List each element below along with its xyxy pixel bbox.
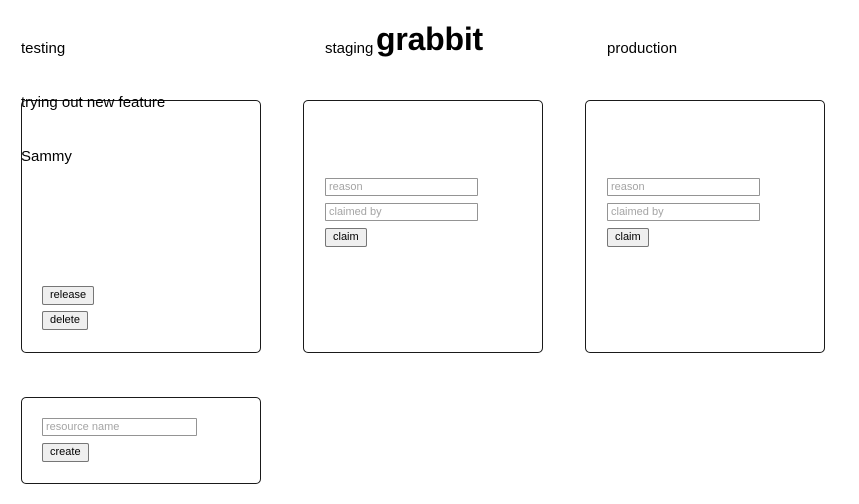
resource-card-testing (21, 100, 261, 353)
page-title: grabbit (375, 21, 484, 57)
reason-input-production[interactable] (607, 178, 760, 196)
resource-name-staging: staging (325, 40, 374, 57)
resource-card-production (585, 100, 825, 353)
create-resource-card (21, 397, 261, 484)
claimed-by-input-staging[interactable] (325, 203, 478, 221)
release-button-testing[interactable]: release (42, 286, 95, 305)
resource-name-testing: testing (21, 40, 66, 57)
create-button[interactable]: create (42, 443, 89, 462)
claimed-by-input-production[interactable] (607, 203, 760, 221)
resource-name-input[interactable] (42, 418, 197, 436)
reason-input-staging[interactable] (325, 178, 478, 196)
delete-button-testing[interactable]: delete (42, 311, 88, 330)
claim-button-staging[interactable]: claim (325, 228, 367, 247)
resource-reason-testing: trying out new feature (21, 94, 166, 111)
claim-button-production[interactable]: claim (607, 228, 649, 247)
resource-name-production: production (607, 40, 678, 57)
resource-card-staging (303, 100, 543, 353)
resource-claimed-by-testing: Sammy (21, 148, 72, 165)
